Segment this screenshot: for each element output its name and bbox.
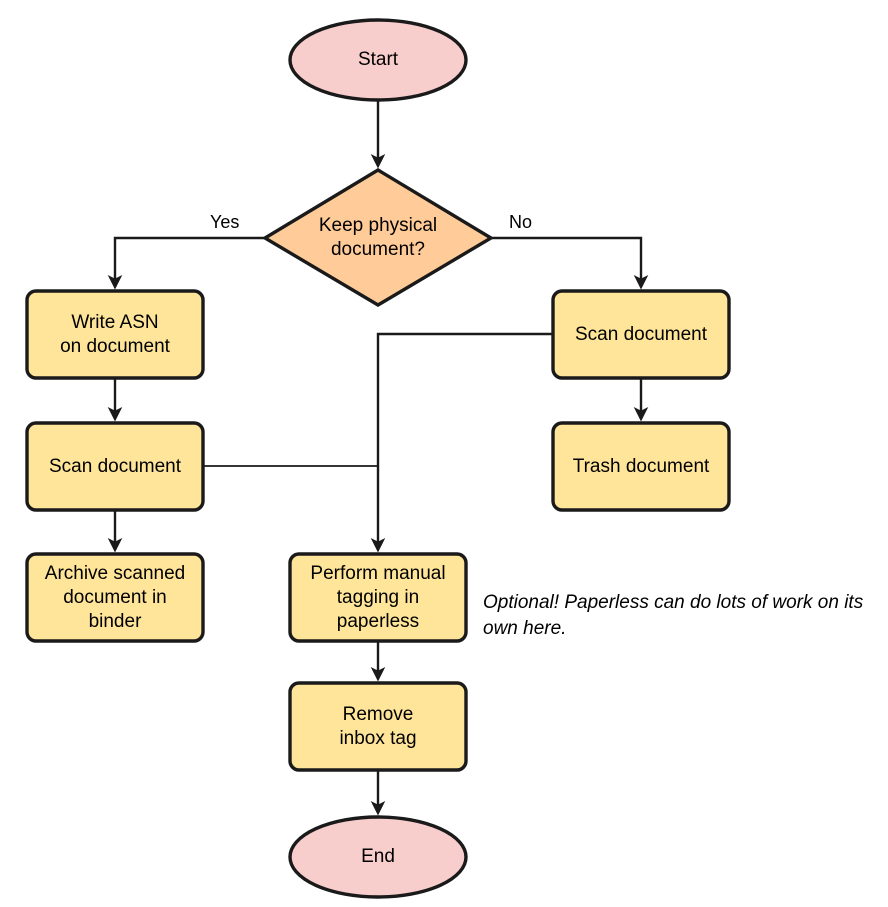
node-write-asn-on-document[interactable] bbox=[25, 289, 205, 380]
annotation-optional-note: Optional! Paperless can do lots of work … bbox=[483, 592, 864, 639]
node-end[interactable] bbox=[288, 815, 468, 899]
node-perform-manual-tagging-in-paperless[interactable] bbox=[288, 552, 468, 643]
node-remove-inbox-tag[interactable] bbox=[288, 681, 468, 772]
node-trash-document[interactable] bbox=[551, 421, 731, 512]
node-decision-keep-physical-document[interactable] bbox=[261, 168, 495, 307]
node-scan-document-left[interactable] bbox=[25, 421, 205, 512]
edge-scan-right-to-tagging bbox=[370, 332, 553, 553]
edge-decision-to-write-asn bbox=[107, 236, 265, 290]
node-start[interactable] bbox=[288, 18, 468, 102]
node-archive-scanned-document-in-binder[interactable] bbox=[25, 552, 205, 643]
edge-decision-to-scan-right bbox=[491, 236, 649, 290]
edge-label-no: No bbox=[509, 212, 533, 232]
node-scan-document-right[interactable] bbox=[551, 289, 731, 380]
edge-label-yes: Yes bbox=[210, 212, 240, 232]
